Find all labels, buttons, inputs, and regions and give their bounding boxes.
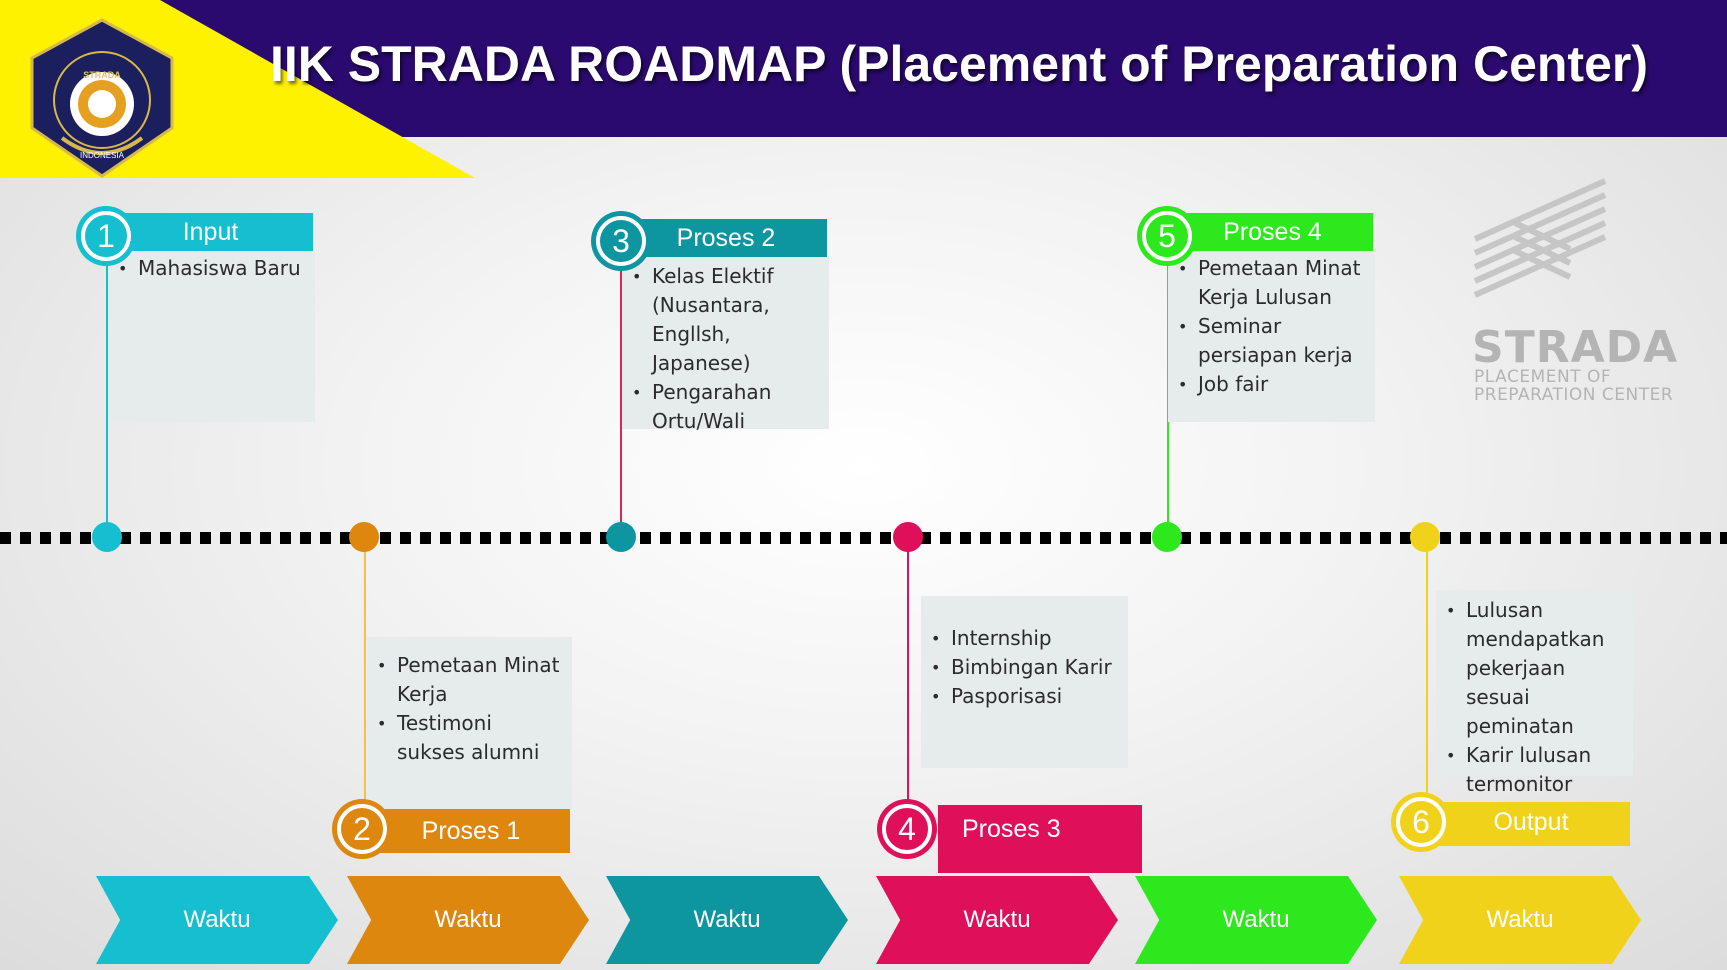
- time-arrow-label: Waktu: [963, 906, 1031, 933]
- step-1-connector: [106, 240, 108, 535]
- step-1-node: [92, 522, 122, 552]
- step-5-header: Proses 4: [1172, 213, 1373, 251]
- step-5-node: [1152, 522, 1182, 552]
- step-1-header: Input: [108, 213, 313, 251]
- step-4-node: [893, 522, 923, 552]
- step-6-bullet: Karir lulusan termonitor: [1446, 741, 1625, 799]
- step-2-bullet: Testimoni sukses alumni: [377, 709, 564, 767]
- step-2-header: Proses 1: [372, 809, 570, 853]
- time-arrow-4: Waktu: [876, 876, 1118, 964]
- time-arrow-1: Waktu: [96, 876, 338, 964]
- time-arrow-3: Waktu: [606, 876, 848, 964]
- step-4-connector: [907, 535, 909, 810]
- step-3-number: 3: [596, 216, 646, 266]
- step-6-node: [1410, 522, 1440, 552]
- step-5-bullet: Seminar persiapan kerja: [1178, 312, 1367, 370]
- step-3-node: [606, 522, 636, 552]
- time-arrow-label: Waktu: [693, 906, 761, 933]
- step-4-header: Proses 3: [938, 805, 1142, 873]
- timeline-dotted-line: [0, 532, 1727, 544]
- time-arrow-2: Waktu: [347, 876, 589, 964]
- step-3-title: Proses 2: [676, 224, 776, 252]
- step-5-textbox: Pemetaan Minat Kerja Lulusan Seminar per…: [1168, 250, 1375, 422]
- time-arrow-label: Waktu: [183, 906, 251, 933]
- step-3-bullet: Pengarahan Ortu/Wali: [632, 378, 821, 436]
- step-1-number: 1: [81, 211, 131, 261]
- step-6-textbox: Lulusan mendapatkan pekerjaan sesuai pem…: [1436, 590, 1633, 796]
- step-5-title: Proses 4: [1223, 218, 1322, 246]
- step-4-bullet: Internship: [931, 624, 1120, 653]
- brand-name: STRADA: [1472, 322, 1679, 373]
- step-5-number: 5: [1142, 211, 1192, 261]
- brand-subtitle: PLACEMENT OF PREPARATION CENTER: [1474, 368, 1714, 404]
- time-arrow-5: Waktu: [1135, 876, 1377, 964]
- step-1-title: Input: [182, 218, 239, 246]
- step-4-bullet: Pasporisasi: [931, 682, 1120, 711]
- step-2-textbox: Pemetaan Minat Kerja Testimoni sukses al…: [367, 637, 572, 809]
- time-arrow-label: Waktu: [434, 906, 502, 933]
- step-2-connector: [364, 535, 366, 813]
- page-title: IIK STRADA ROADMAP (Placement of Prepara…: [270, 36, 1648, 92]
- time-arrow-label: Waktu: [1222, 906, 1290, 933]
- step-6-bullet: Lulusan mendapatkan pekerjaan sesuai pem…: [1446, 596, 1625, 741]
- step-6-title: Output: [1493, 808, 1569, 836]
- step-2-bullet: Pemetaan Minat Kerja: [377, 651, 564, 709]
- step-3-bullet: Kelas Elektif (Nusantara, Engllsh, Japan…: [632, 262, 821, 378]
- step-1-textbox: Mahasiswa Baru: [108, 250, 315, 422]
- step-5-bullet: Pemetaan Minat Kerja Lulusan: [1178, 254, 1367, 312]
- brand-subtitle-line: PLACEMENT OF: [1474, 367, 1612, 387]
- time-arrow-label: Waktu: [1486, 906, 1554, 933]
- step-6-header: Output: [1432, 802, 1630, 846]
- institution-logo: STRADA INDONESIA: [30, 18, 174, 178]
- step-4-textbox: Internship Bimbingan Karir Pasporisasi: [921, 596, 1128, 768]
- time-arrow-6: Waktu: [1399, 876, 1641, 964]
- step-4-bullet: Bimbingan Karir: [931, 653, 1120, 682]
- step-2-title: Proses 1: [421, 817, 521, 845]
- step-2-number: 2: [337, 804, 387, 854]
- step-3-connector: [620, 245, 622, 535]
- step-2-node: [349, 522, 379, 552]
- step-6-number: 6: [1396, 797, 1446, 847]
- strada-brand-icon: [1473, 178, 1607, 298]
- step-4-title: Proses 3: [962, 815, 1061, 843]
- step-6-connector: [1426, 535, 1428, 805]
- step-5-bullet: Job fair: [1178, 370, 1367, 399]
- svg-text:STRADA: STRADA: [83, 70, 121, 80]
- brand-subtitle-line: PREPARATION CENTER: [1474, 385, 1674, 405]
- step-1-bullet: Mahasiswa Baru: [118, 254, 307, 283]
- step-3-header: Proses 2: [625, 219, 827, 257]
- step-3-textbox: Kelas Elektif (Nusantara, Engllsh, Japan…: [622, 256, 829, 433]
- step-4-number: 4: [882, 804, 932, 854]
- svg-text:INDONESIA: INDONESIA: [80, 151, 125, 160]
